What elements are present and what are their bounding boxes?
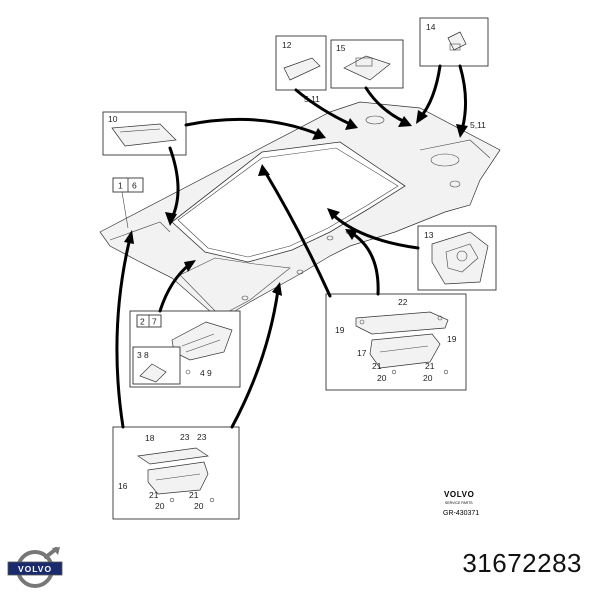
callout-22: 22 xyxy=(398,297,408,307)
callout-21-br: 21 xyxy=(189,490,199,500)
callout-5-11-top: 5,11 xyxy=(304,94,320,104)
part-box-13: 13 xyxy=(417,225,497,291)
stamp-code: GR-430371 xyxy=(443,510,479,517)
part-box-12: 12 xyxy=(275,35,327,91)
callout-23-left: 23 xyxy=(180,432,190,442)
callout-20-left: 20 xyxy=(377,373,387,383)
callout-21-bl: 21 xyxy=(149,490,159,500)
callout-20-bl: 20 xyxy=(155,501,165,511)
callout-18: 18 xyxy=(145,433,155,443)
part-box-2-7-3-8: 2 7 3 8 4 9 xyxy=(129,310,241,388)
logo-text: VOLVO xyxy=(18,564,52,574)
part-box-14: 14 xyxy=(419,17,489,67)
callout-9: 9 xyxy=(207,368,212,378)
stamp-subtitle: SERVICE PARTS xyxy=(445,501,473,505)
callout-7: 7 xyxy=(152,317,157,327)
callout-21-right: 21 xyxy=(425,361,435,371)
callout-19-right: 19 xyxy=(447,334,457,344)
callout-8: 8 xyxy=(144,350,149,360)
headliner-panel xyxy=(99,101,501,321)
callout-10: 10 xyxy=(108,114,118,124)
callout-12: 12 xyxy=(282,40,292,50)
callout-21-left: 21 xyxy=(372,361,382,371)
callout-5-11-right: 5,11 xyxy=(470,120,486,130)
logo-bar xyxy=(7,561,63,576)
pointer-arrows xyxy=(115,64,468,429)
callout-16: 16 xyxy=(118,481,128,491)
part-box-10: 10 xyxy=(102,111,187,156)
callout-23-right: 23 xyxy=(197,432,207,442)
part-number: 31672283 xyxy=(462,548,582,578)
callout-6: 6 xyxy=(132,181,137,191)
service-parts-stamp: VOLVO SERVICE PARTS GR-430371 xyxy=(443,490,479,517)
callout-15: 15 xyxy=(336,43,346,53)
volvo-logo-icon: VOLVO xyxy=(7,547,63,588)
callout-17: 17 xyxy=(357,348,367,358)
callout-2: 2 xyxy=(140,317,145,327)
callout-20-br: 20 xyxy=(194,501,204,511)
part-box-22: 22 19 19 17 21 21 20 20 xyxy=(325,293,467,391)
part-box-15: 15 5,11 xyxy=(304,39,404,104)
callout-1: 1 xyxy=(118,181,123,191)
callout-14: 14 xyxy=(426,22,436,32)
callout-3: 3 xyxy=(137,350,142,360)
part-box-18: 18 23 23 16 21 21 20 20 xyxy=(112,426,240,520)
callout-19-left: 19 xyxy=(335,325,345,335)
callout-13: 13 xyxy=(424,230,434,240)
stamp-brand: VOLVO xyxy=(444,490,474,499)
callout-box-1-6: 1 6 xyxy=(112,177,144,229)
callout-4: 4 xyxy=(200,368,205,378)
callout-20-right: 20 xyxy=(423,373,433,383)
